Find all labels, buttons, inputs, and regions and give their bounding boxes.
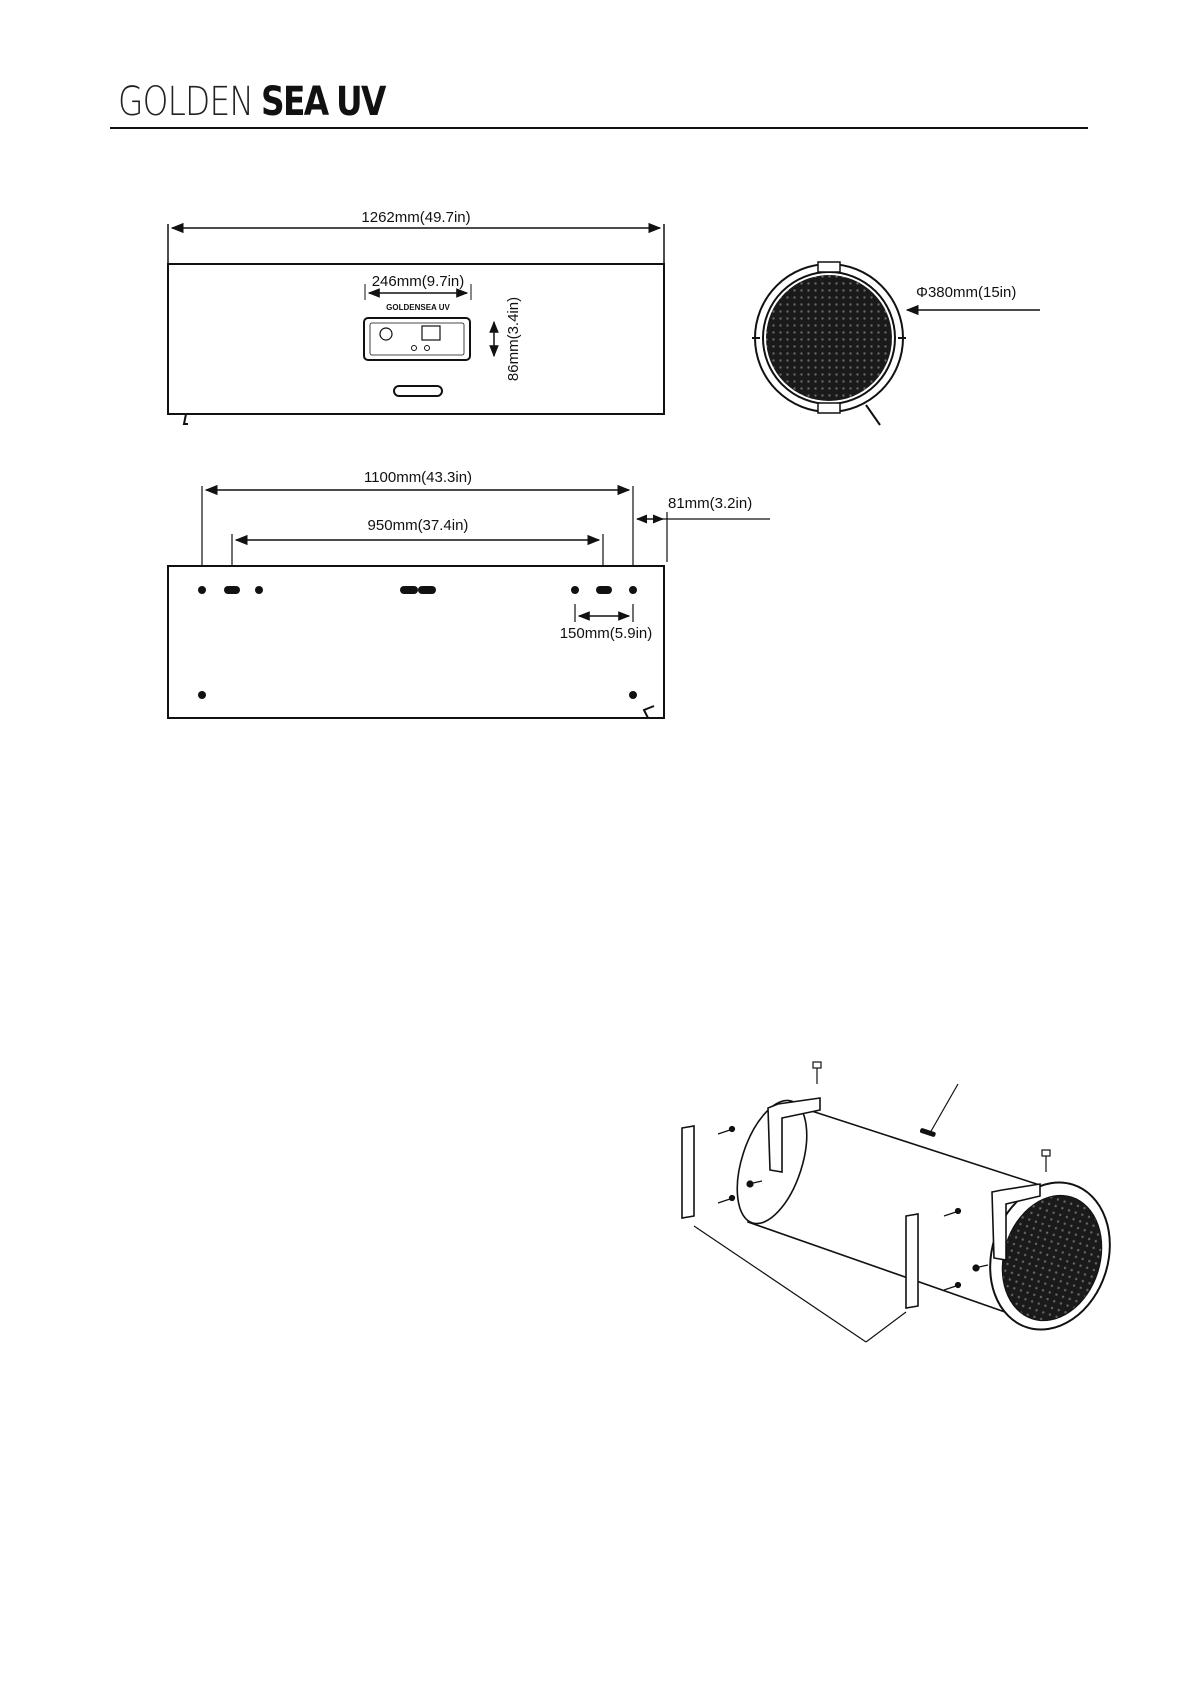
center-slot <box>418 586 436 594</box>
inner-holes-label: 950mm(37.4in) <box>368 517 469 534</box>
panel-logo: GOLDENSEA UV <box>386 303 450 312</box>
center-slot <box>400 586 418 594</box>
mount-hole <box>255 586 263 594</box>
mount-hole <box>629 691 637 699</box>
screw-icon <box>718 1127 735 1135</box>
front-view: 1262mm(49.7in) 246mm(9.7in) GOLDENSEA UV… <box>168 209 664 424</box>
control-panel <box>364 318 470 360</box>
mount-hole <box>198 586 206 594</box>
mount-slot <box>596 586 612 594</box>
mount-hole <box>629 586 637 594</box>
diameter-label: Φ380mm(15in) <box>916 284 1016 301</box>
end-offset-label: 81mm(3.2in) <box>668 495 752 512</box>
mount-slot <box>224 586 240 594</box>
mount-hole <box>571 586 579 594</box>
outer-holes-label: 1100mm(43.3in) <box>364 469 472 486</box>
mount-hole <box>198 691 206 699</box>
screw-icon <box>813 1062 821 1084</box>
bottom-view: 1100mm(43.3in) 950mm(37.4in) 81mm(3.2in)… <box>168 469 770 718</box>
exploded-mounting-view <box>682 1062 1128 1345</box>
fan-grille <box>766 275 892 401</box>
end-view: Φ380mm(15in) <box>752 262 1040 425</box>
handle <box>394 386 442 396</box>
mounting-rail-icon <box>682 1126 694 1218</box>
overall-length-label: 1262mm(49.7in) <box>361 209 470 226</box>
panel-width-label: 246mm(9.7in) <box>372 273 465 290</box>
hole-pair-label: 150mm(5.9in) <box>560 625 653 642</box>
mounting-rail-icon <box>906 1214 918 1308</box>
screw-icon <box>718 1196 735 1204</box>
screw-icon <box>1042 1150 1050 1172</box>
panel-height-label: 86mm(3.4in) <box>505 297 522 381</box>
